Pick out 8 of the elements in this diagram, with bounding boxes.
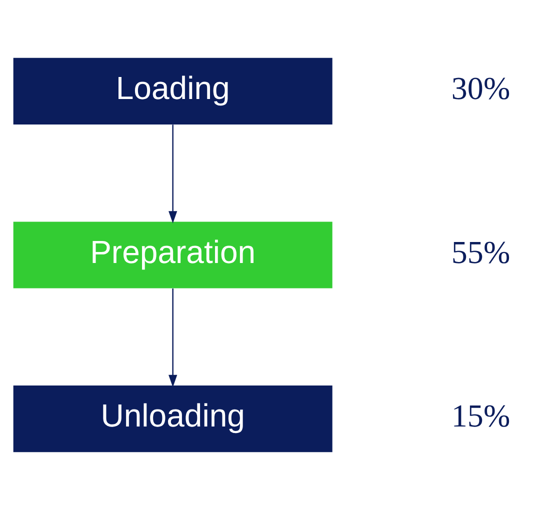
node-label: 30% — [451, 70, 510, 106]
node-box: Unloading — [13, 386, 332, 452]
node-label: 55% — [451, 234, 510, 270]
arrow — [168, 288, 178, 388]
node-label: 15% — [451, 398, 510, 434]
arrow — [168, 124, 178, 224]
node-box: Preparation — [13, 222, 332, 288]
node-box: Loading — [13, 58, 332, 124]
